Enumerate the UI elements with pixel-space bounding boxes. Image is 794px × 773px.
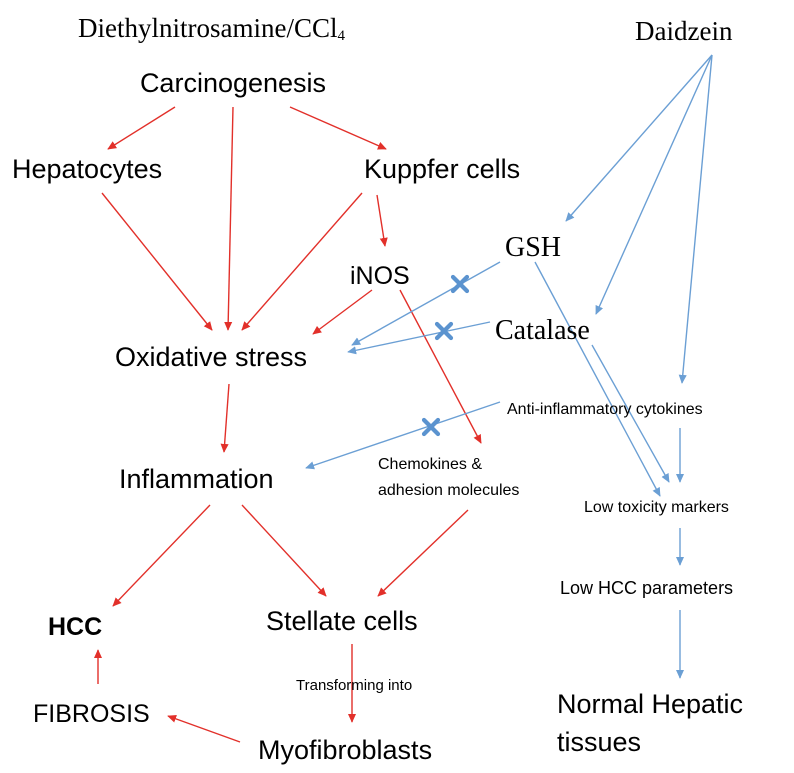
arrow-chemokines-to-stellate-cells (377, 509, 469, 597)
stellate-cells-label: Stellate cells (266, 606, 418, 636)
chemokines-label-line-2: adhesion molecules (378, 482, 519, 499)
toxin-label-main: Diethylnitrosamine/CCl (78, 13, 337, 43)
toxin-label-subscript: 4 (337, 28, 345, 44)
arrow-inos-to-oxidative-stress (312, 289, 373, 335)
inflammation-label: Inflammation (119, 464, 274, 494)
arrow-carcinogenesis-to-hepatocytes (107, 106, 176, 150)
arrow-daidzein-to-catalase (595, 54, 713, 315)
arrow-catalase-to-low-toxicity-markers (591, 344, 670, 483)
low-toxicity-markers-label: Low toxicity markers (584, 499, 729, 516)
hcc-label: HCC (48, 613, 102, 641)
normal-hepatic-line-2: tissues (557, 727, 641, 757)
arrow-anti-inflammatory-inhibits-inflammation (305, 401, 501, 470)
myofibroblasts-label: Myofibroblasts (258, 735, 432, 765)
protective-arrows (305, 54, 713, 679)
arrow-daidzein-to-anti-inflammatory-cytokines (678, 54, 713, 384)
daidzein-label: Daidzein (635, 16, 733, 46)
carcinogenesis-label: Carcinogenesis (140, 68, 326, 98)
low-hcc-parameters-label: Low HCC parameters (560, 578, 733, 598)
fibrosis-label: FIBROSIS (33, 700, 150, 728)
arrow-hepatocytes-to-oxidative-stress (101, 192, 213, 331)
inhibition-x-icon (421, 417, 441, 437)
transforming-into-label: Transforming into (296, 677, 412, 694)
arrow-gsh-inhibits-oxidative-stress (351, 261, 501, 346)
normal-hepatic-line-1: Normal Hepatic (557, 689, 743, 719)
arrow-daidzein-to-gsh (565, 54, 713, 222)
inhibition-x-icon (450, 274, 470, 294)
arrow-inflammation-to-stellate-cells (241, 504, 327, 597)
chemokines-label: Chemokines & adhesion molecules (378, 456, 519, 499)
toxin-label: Diethylnitrosamine/CCl4 (78, 13, 345, 44)
arrow-gsh-to-low-toxicity-markers (534, 261, 661, 497)
inhibition-x-icon (434, 321, 454, 341)
stimulatory-arrows (93, 106, 482, 743)
arrow-carcinogenesis-to-oxidative-stress (224, 106, 234, 331)
arrow-carcinogenesis-to-kupffer-cells (289, 106, 387, 150)
inhibition-marks (421, 274, 470, 437)
anti-inflammatory-cytokines-label: Anti-inflammatory cytokines (507, 401, 703, 418)
arrow-myofibroblasts-to-fibrosis (167, 714, 241, 743)
catalase-label: Catalase (495, 315, 590, 346)
chemokines-label-line-1: Chemokines & (378, 456, 482, 473)
hepatocytes-label: Hepatocytes (12, 154, 162, 184)
arrow-inos-to-chemokines (399, 289, 482, 444)
gsh-label: GSH (505, 232, 561, 263)
arrow-inflammation-to-hcc (112, 504, 211, 607)
arrow-catalase-inhibits-oxidative-stress (347, 321, 491, 355)
arrow-kupffer-to-inos (376, 194, 388, 247)
kupffer-cells-label: Kuppfer cells (364, 154, 520, 184)
oxidative-stress-label: Oxidative stress (115, 342, 307, 372)
arrow-oxidative-stress-to-inflammation (220, 383, 230, 453)
arrow-kupffer-to-oxidative-stress (241, 192, 363, 331)
normal-hepatic-tissues-label: Normal Hepatic tissues (557, 689, 751, 757)
inos-label: iNOS (350, 262, 410, 290)
